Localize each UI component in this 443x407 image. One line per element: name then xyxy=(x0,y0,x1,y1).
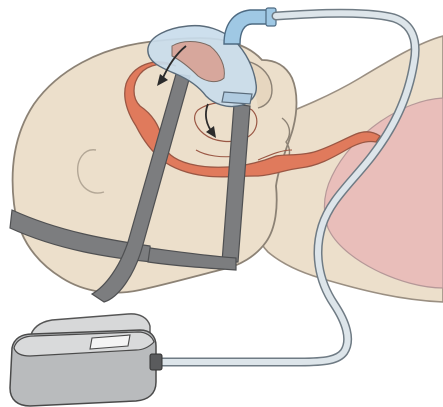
mask-tubing-connector xyxy=(224,8,276,44)
cpap-machine xyxy=(10,314,162,406)
